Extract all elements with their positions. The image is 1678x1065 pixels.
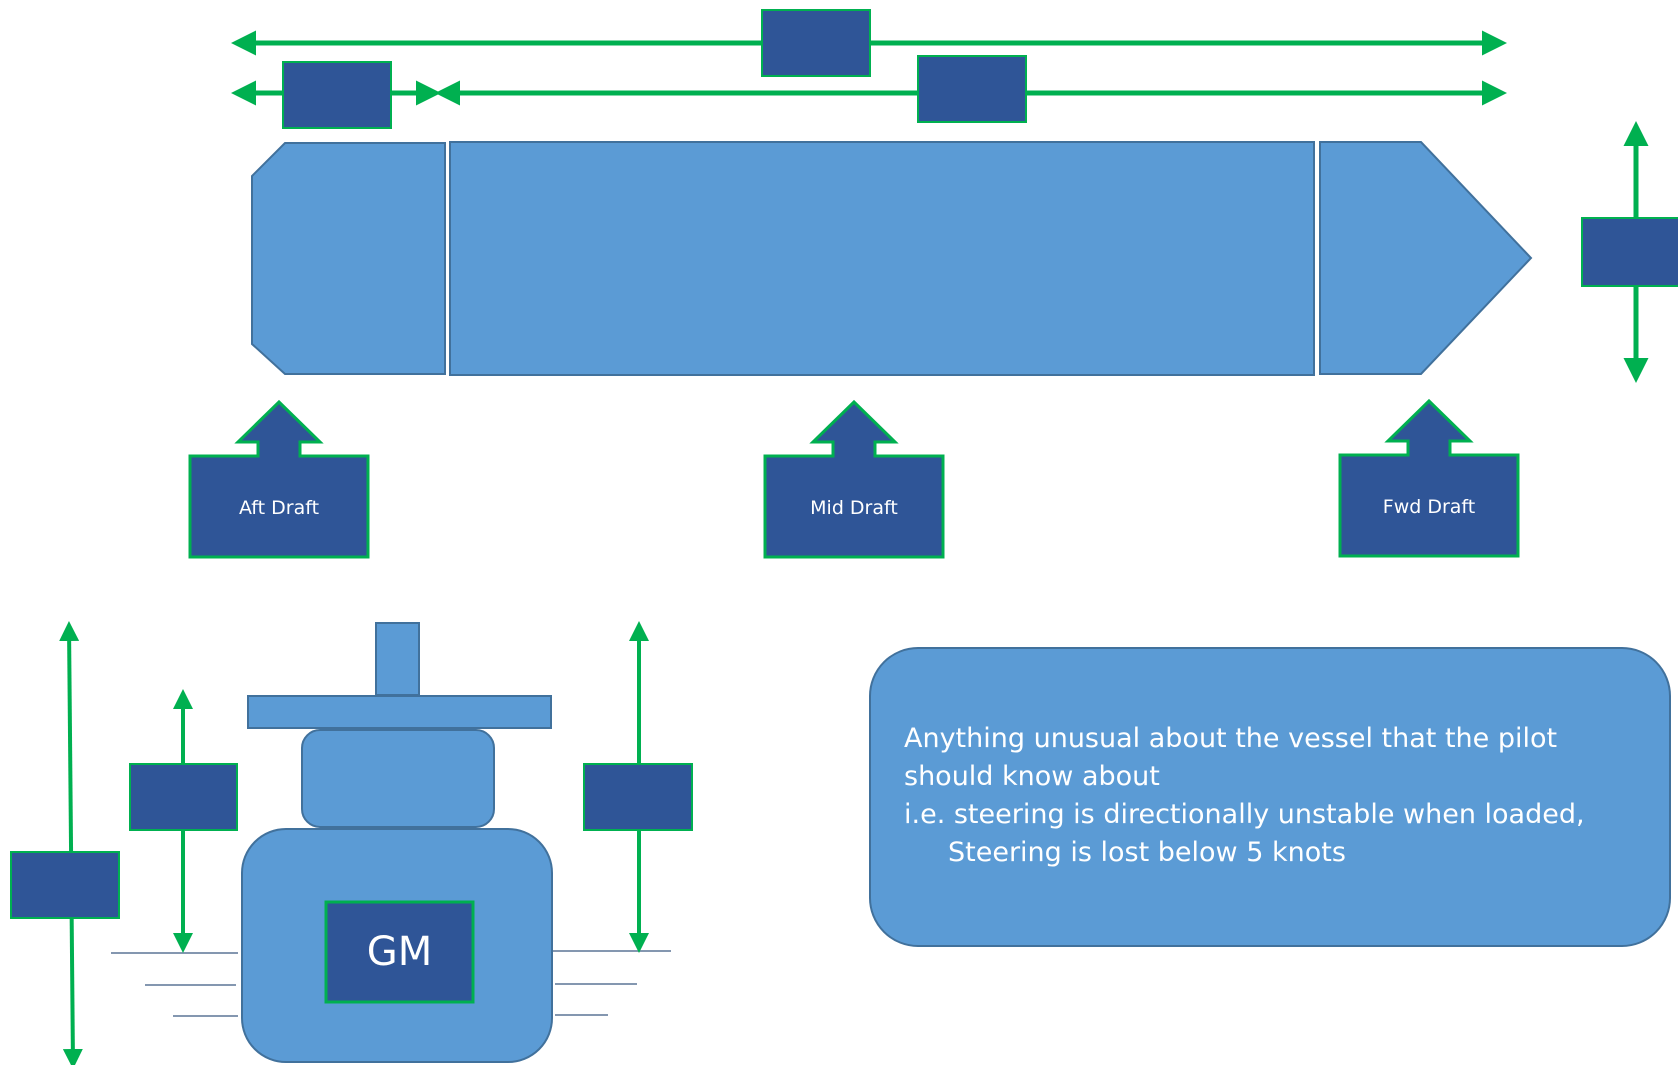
overall-length-box[interactable] [761,9,871,77]
superstructure [301,729,495,828]
hull-stern-section [251,142,446,375]
freeboard-box-left[interactable] [129,763,238,831]
hull-bow-section [1319,141,1533,375]
gm-box[interactable] [324,900,475,1004]
depth-arrow [59,621,83,1065]
fwd-draft-label: Fwd Draft [1382,495,1476,518]
aft-draft-label: Aft Draft [238,496,320,519]
depth-box[interactable] [10,851,120,919]
mid-draft-callout[interactable] [763,399,945,559]
notes-panel[interactable] [869,647,1671,947]
notes-text: Anything unusual about the vessel that t… [904,720,1624,872]
aft-draft-callout[interactable] [188,399,370,559]
aft-section-length-box[interactable] [282,61,392,129]
air-draft-box[interactable] [1581,217,1678,287]
freeboard-box-right[interactable] [583,763,693,831]
fwd-draft-callout[interactable] [1338,398,1520,558]
mid-draft-label: Mid Draft [810,496,898,519]
gm-label: GM [366,929,433,975]
bridge-wing-deck [247,695,552,729]
notes-line-2: i.e. steering is directionally unstable … [904,799,1585,830]
forward-section-length-box[interactable] [917,55,1027,123]
hull-mid-section [449,141,1315,376]
mast [375,622,420,696]
notes-line-3: Steering is lost below 5 knots [948,837,1346,868]
notes-line-1: Anything unusual about the vessel that t… [904,723,1558,792]
